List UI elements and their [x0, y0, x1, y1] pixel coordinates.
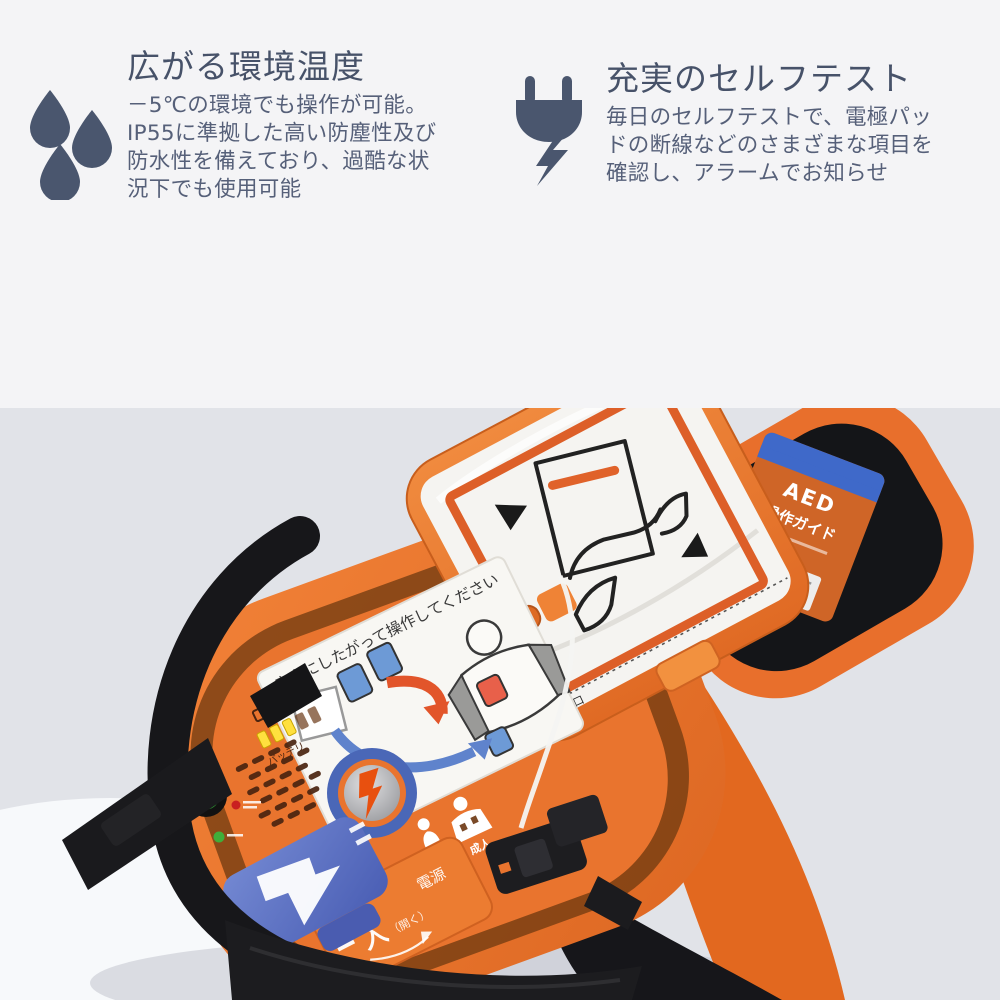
feature-card-bilingual: バイリンガル機能 日本語で流れる音声ガイドを、 日本語⇒各国語のバイリンガル （…: [0, 200, 480, 569]
lid-latch: [655, 639, 721, 692]
shock-button: [327, 748, 417, 838]
product-photo: AED 操作ガイド: [0, 408, 1000, 1000]
feature-card-temperature: 広がる環境温度 －5℃の環境でも操作が可能。 IP55に準拠した高い防塵性及び …: [0, 0, 480, 202]
feature-body: 毎日のセルフテストで、電極パッ ドの断線などのさまざまな項目を 確認し、アラーム…: [606, 104, 934, 186]
power-switch: 切 電源 入 （開く）: [308, 836, 494, 987]
feature-card-remote: リモート監視システム セルフテストの情報は、リモート監 視端末からLTE回線を利…: [490, 200, 1000, 604]
power-plug-icon: [510, 76, 588, 190]
pouch-illustration: [533, 439, 689, 633]
case-clip: [584, 876, 642, 930]
aed-photo-illustration: AED 操作ガイド: [0, 408, 1000, 1000]
strap-buckle: [101, 794, 161, 846]
feature-section: 広がる環境温度 －5℃の環境でも操作が可能。 IP55に準拠した高い防塵性及び …: [0, 0, 1000, 604]
feature-title: 広がる環境温度: [127, 47, 365, 86]
speaker-grille: [235, 739, 321, 827]
pad-cable: [518, 574, 575, 829]
case-rim-and-straps: [62, 516, 642, 1000]
droplets-icon: [24, 84, 120, 204]
feature-card-selftest: 充実のセルフテスト 毎日のセルフテストで、電極パッ ドの断線などのさまざまな項目…: [490, 0, 1000, 200]
feature-title: 充実のセルフテスト: [606, 59, 912, 98]
feature-body: －5℃の環境でも操作が可能。 IP55に準拠した高い防塵性及び 防水性を備えてお…: [127, 92, 437, 202]
shock-bolt-icon: [358, 767, 383, 820]
pull-handle: [223, 817, 388, 955]
pad-connector: [485, 794, 608, 894]
